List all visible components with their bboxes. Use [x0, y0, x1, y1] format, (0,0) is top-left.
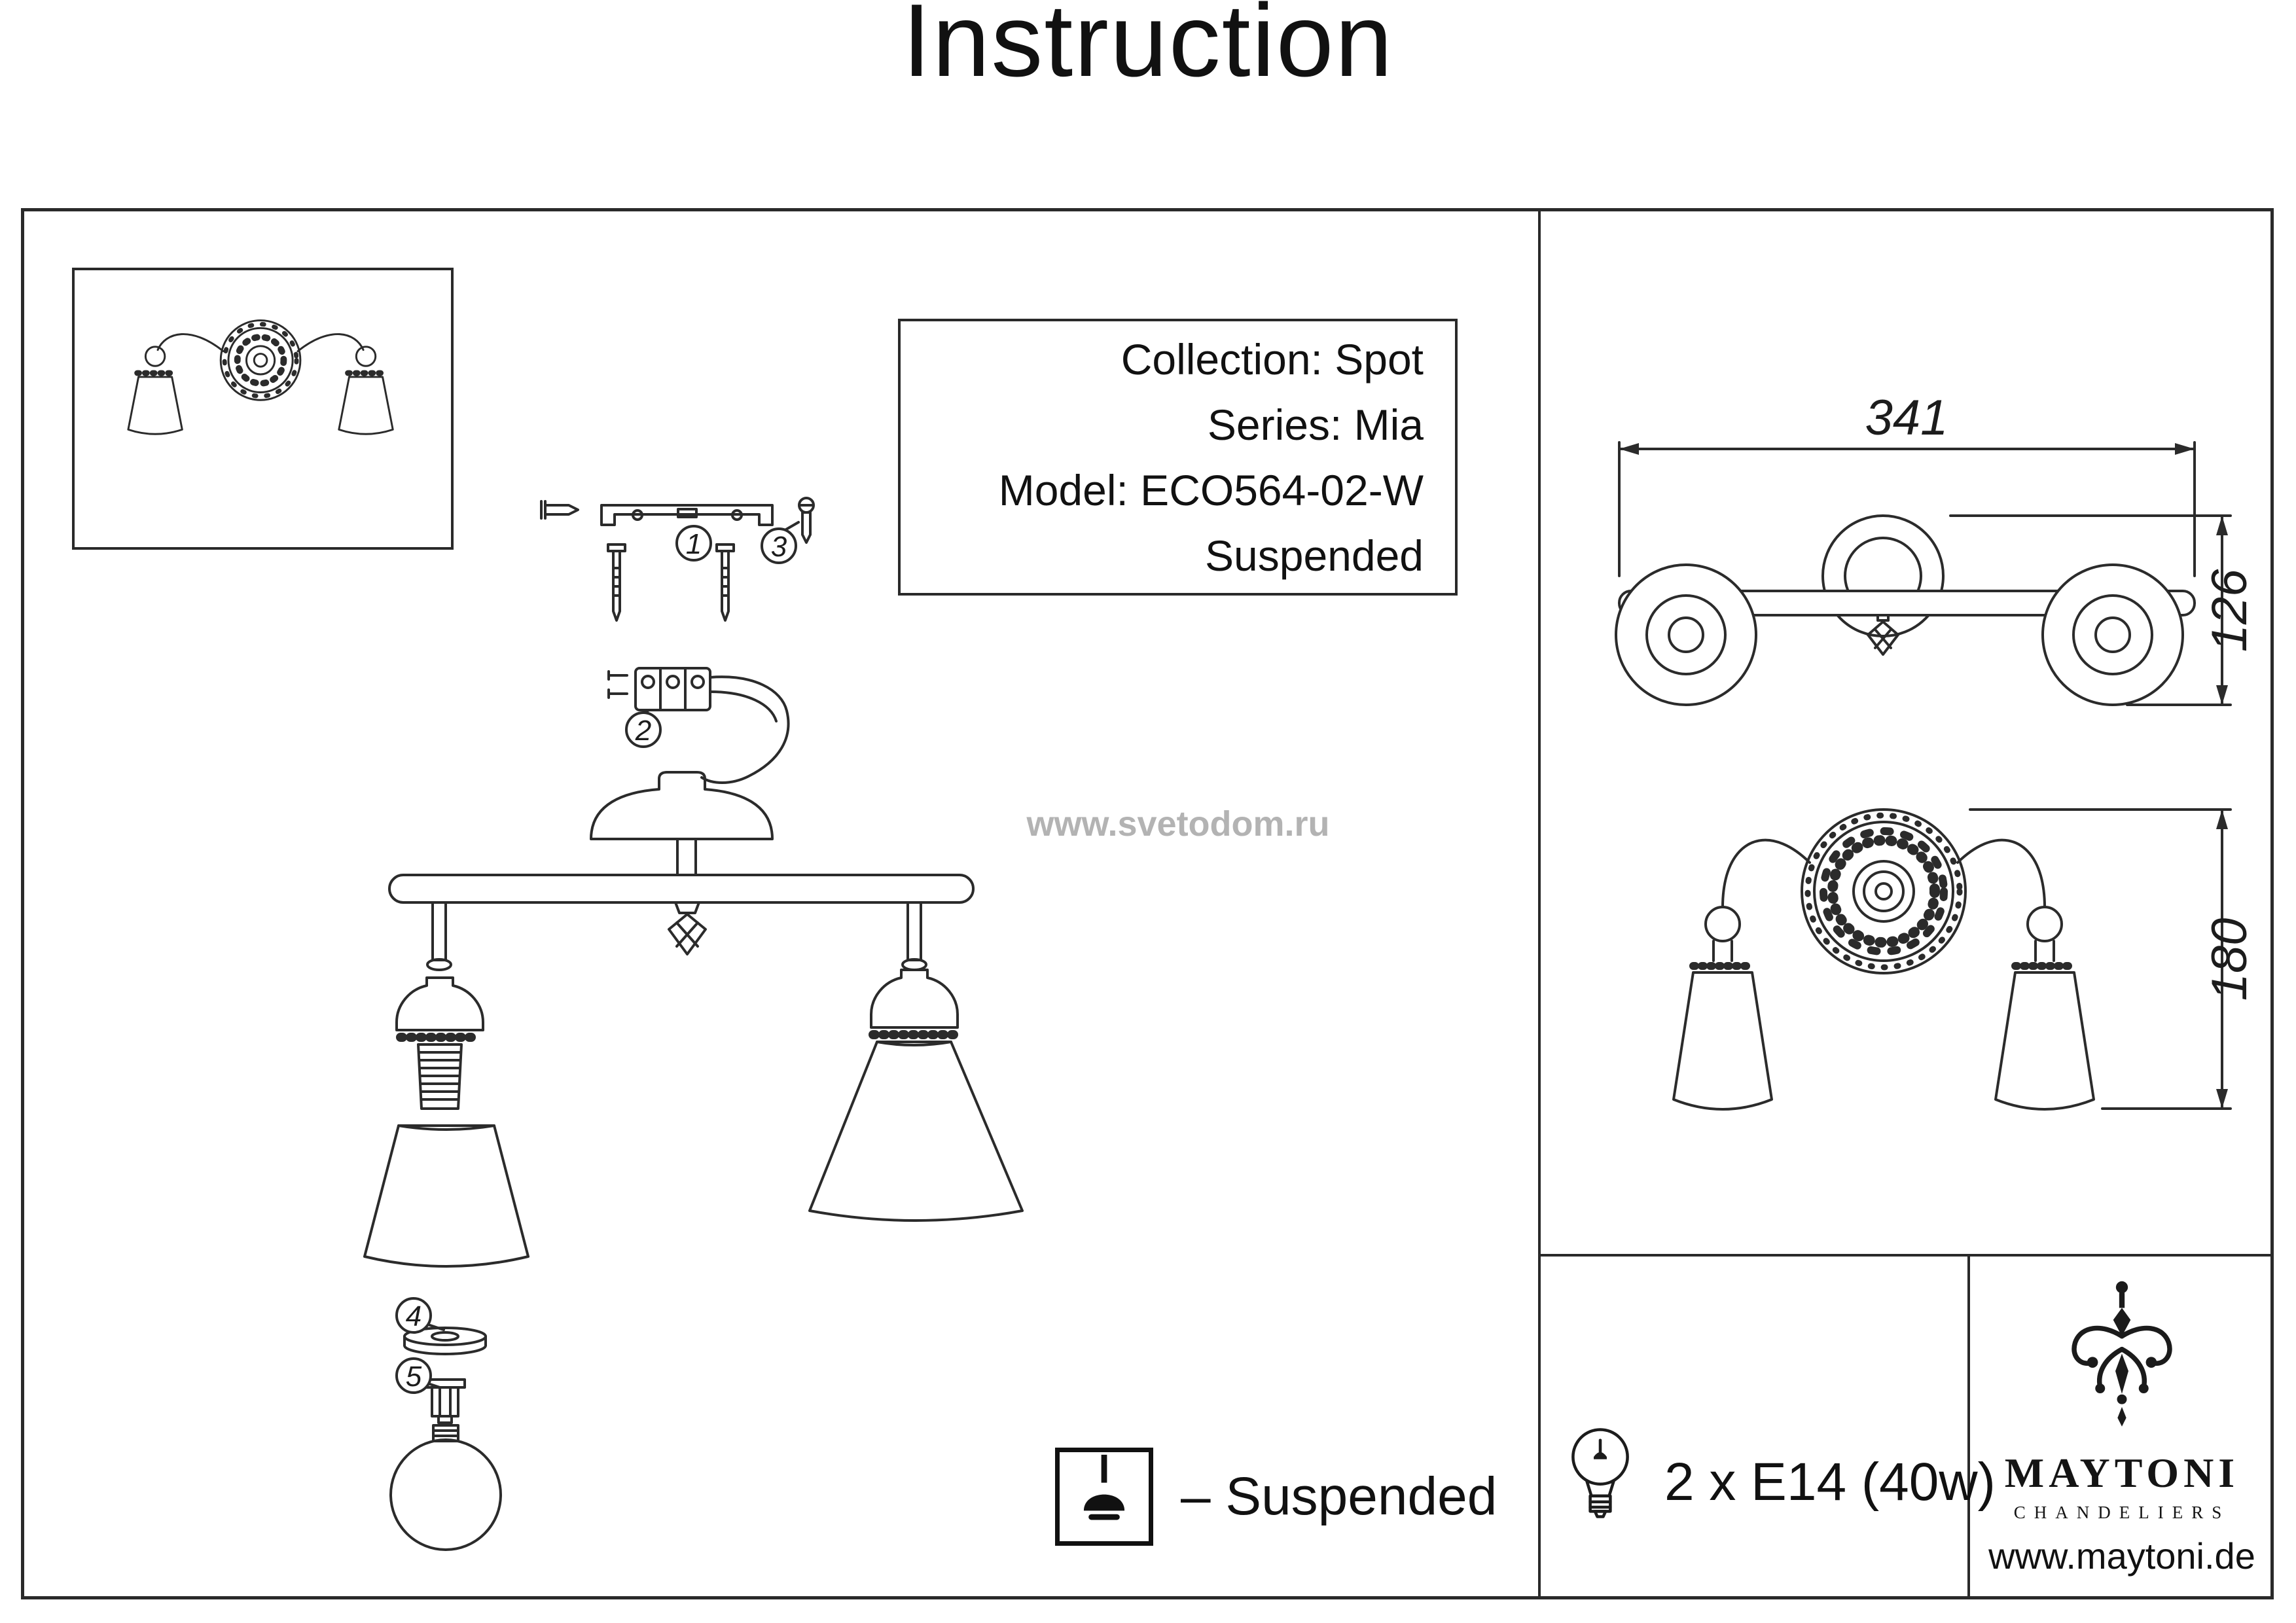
brand-tagline: CHANDELIERS: [2013, 1503, 2231, 1522]
ceiling-pendant-icon: [1055, 1448, 1153, 1546]
brand-cell: MAYTONI CHANDELIERS www.maytoni.de: [1970, 1257, 2274, 1599]
brand-name: MAYTONI: [2004, 1450, 2240, 1496]
info-collection: Collection: Spot: [1121, 334, 1424, 383]
info-mount: Suspended: [1205, 531, 1424, 580]
info-series: Series: Mia: [1207, 400, 1424, 449]
assembled-lamp-drawing: [127, 319, 394, 435]
horizontal-divider: [1538, 1254, 2274, 1257]
main-frame: [21, 208, 2274, 1599]
dim-height-top-label: 126: [2202, 569, 2257, 652]
callout-3: 3: [771, 531, 787, 563]
callout-5: 5: [406, 1361, 422, 1393]
bottom-cell-divider: [1967, 1254, 1970, 1599]
dimension-views: 341 126 180: [1615, 390, 2257, 1111]
callout-1: 1: [686, 528, 702, 560]
vertical-divider: [1538, 208, 1541, 1599]
callout-4: 4: [406, 1300, 422, 1332]
bulb-spec-label: 2 x E14 (40w): [1664, 1452, 1996, 1512]
watermark: www.svetodom.ru: [1026, 804, 1330, 844]
brand-website: www.maytoni.de: [1988, 1535, 2255, 1577]
bulb-spec-cell: 2 x E14 (40w): [1568, 1420, 1996, 1544]
maytoni-ornament-icon: [2072, 1281, 2172, 1427]
mounting-type-row: – Suspended: [1055, 1448, 1497, 1546]
callout-2: 2: [635, 715, 651, 747]
bulb-icon: [1571, 1428, 1629, 1518]
product-info-box: Collection: Spot Series: Mia Model: ECO5…: [898, 319, 1458, 596]
page-title: Instruction: [902, 0, 1394, 98]
dim-height-front-label: 180: [2202, 918, 2257, 1001]
info-model: Model: ECO564-02-W: [998, 465, 1424, 514]
mounting-type-label: – Suspended: [1181, 1467, 1498, 1526]
exploded-assembly-diagram: 1 2 3 4 5: [363, 497, 1024, 1551]
dim-width-label: 341: [1865, 390, 1948, 446]
assembled-lamp-thumbnail: [72, 268, 454, 550]
